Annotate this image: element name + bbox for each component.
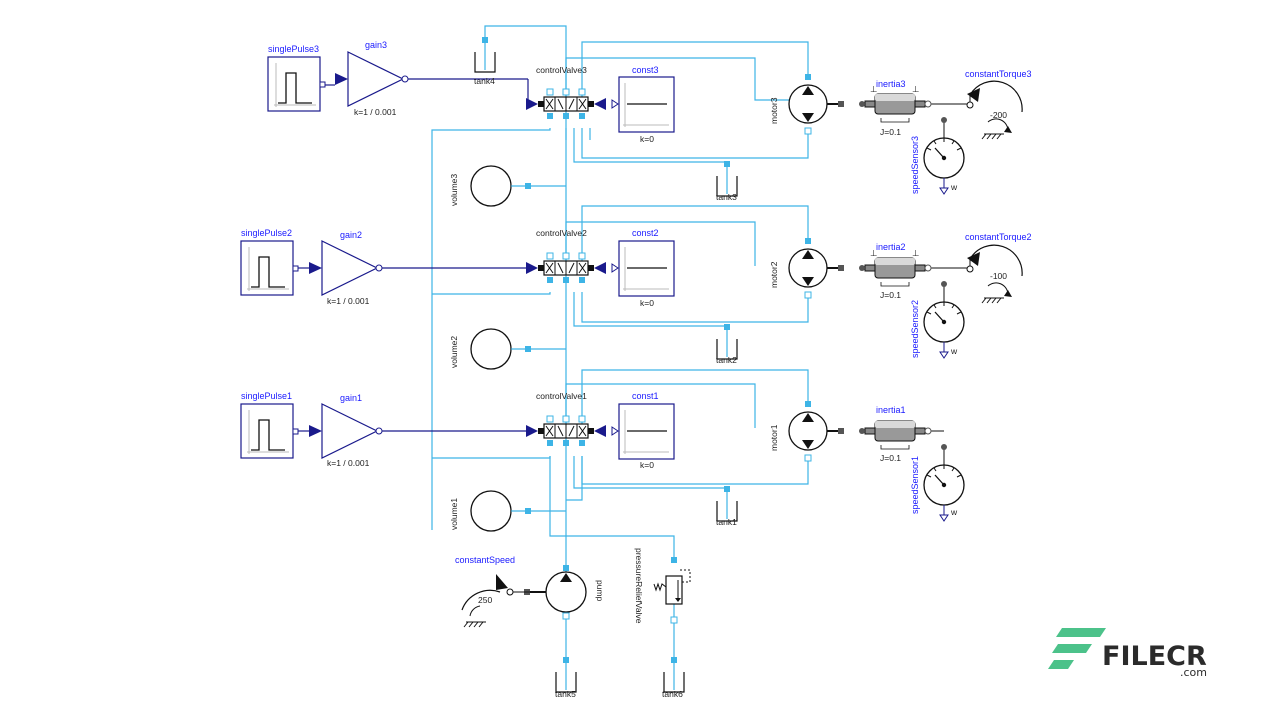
constant-speed-value: 250 <box>478 595 492 605</box>
control-valve-3 <box>525 88 607 120</box>
const-3-param: k=0 <box>640 134 654 144</box>
gain-2-param: k=1 / 0.001 <box>327 296 370 306</box>
speed-sensor-2-unit: w <box>950 346 958 356</box>
tank-1-label: tank1 <box>716 517 737 527</box>
volume-3 <box>470 165 532 207</box>
inertia-2-bearing-right: ⊥ <box>912 248 920 258</box>
tank-4-label: tank4 <box>474 76 495 86</box>
motor-3-label: motor3 <box>769 97 779 124</box>
speed-sensor-3-unit: w <box>950 182 958 192</box>
pressure-relief-valve-label: pressureReliefValve <box>634 548 644 624</box>
constant-torque-3-label: constantTorque3 <box>965 69 1032 79</box>
const-3-label: const3 <box>632 65 659 75</box>
motor-1-port-a <box>805 401 811 407</box>
single-pulse-3 <box>267 56 326 112</box>
inertia-3-bearing-left: ⊥ <box>870 84 878 94</box>
single-pulse-2-label: singlePulse2 <box>241 228 292 238</box>
constant-torque-2-label: constantTorque2 <box>965 232 1032 242</box>
pressure-relief-valve <box>653 557 691 624</box>
speed-sensor-2 <box>923 280 965 359</box>
control-valve-1-label: controlValve1 <box>536 391 587 401</box>
gain-1-param: k=1 / 0.001 <box>327 458 370 468</box>
constant-speed-label: constantSpeed <box>455 555 515 565</box>
inertia-3 <box>858 93 932 123</box>
inertia-2-bearing-left: ⊥ <box>870 248 878 258</box>
const-2 <box>611 240 675 297</box>
volume-3-label: volume3 <box>449 174 459 206</box>
tank-6-label: tank6 <box>662 689 683 699</box>
const-1-param: k=0 <box>640 460 654 470</box>
gain-3 <box>334 51 409 107</box>
inertia-1 <box>858 420 932 450</box>
volume-2-label: volume2 <box>449 336 459 368</box>
tank-6 <box>663 656 685 693</box>
tank-2-label: tank2 <box>716 355 737 365</box>
const-1-label: const1 <box>632 391 659 401</box>
constant-speed <box>461 574 534 628</box>
motor-2-port-a <box>805 238 811 244</box>
const-3 <box>611 76 675 133</box>
filecr-logo-icon <box>1048 628 1106 669</box>
gain-2-label: gain2 <box>340 230 362 240</box>
watermark-suffix: .com <box>1180 666 1207 679</box>
inertia-1-label: inertia1 <box>876 405 906 415</box>
volume-1-label: volume1 <box>449 498 459 530</box>
hydraulic-lines <box>431 25 809 660</box>
gain-1 <box>308 403 383 459</box>
inertia-3-label: inertia3 <box>876 79 906 89</box>
tank-3 <box>716 160 738 197</box>
inertia-2 <box>858 257 932 287</box>
motor-3 <box>788 84 845 124</box>
inertia-3-param: J=0.1 <box>880 127 901 137</box>
single-pulse-1-label: singlePulse1 <box>241 391 292 401</box>
motor-1 <box>788 411 845 451</box>
tank-5-label: tank5 <box>555 689 576 699</box>
single-pulse-1 <box>240 403 299 459</box>
speed-sensor-1-unit: w <box>950 507 958 517</box>
single-pulse-2 <box>240 240 299 296</box>
motor-3-port-a <box>805 74 811 80</box>
single-pulse-3-label: singlePulse3 <box>268 44 319 54</box>
inertia-3-bearing-right: ⊥ <box>912 84 920 94</box>
const-2-param: k=0 <box>640 298 654 308</box>
motor-1-port-b <box>804 454 812 462</box>
constant-torque-2-value: -100 <box>990 271 1007 281</box>
speed-sensor-3-label: speedSensor3 <box>910 136 920 194</box>
gain-1-label: gain1 <box>340 393 362 403</box>
motor-2 <box>788 248 845 288</box>
gain-3-label: gain3 <box>365 40 387 50</box>
motor-1-label: motor1 <box>769 424 779 451</box>
speed-sensor-1-label: speedSensor1 <box>910 456 920 514</box>
control-valve-3-label: controlValve3 <box>536 65 587 75</box>
inertia-1-param: J=0.1 <box>880 453 901 463</box>
tank-1 <box>716 485 738 522</box>
speed-sensor-1 <box>923 443 965 522</box>
inertia-2-label: inertia2 <box>876 242 906 252</box>
pump-label: pump <box>595 580 605 602</box>
control-valve-2-label: controlValve2 <box>536 228 587 238</box>
tank-2 <box>716 323 738 360</box>
tank-5 <box>555 656 577 693</box>
speed-sensor-3 <box>923 116 965 195</box>
pump <box>524 565 587 620</box>
motor-3-port-b <box>804 127 812 135</box>
tank-3-label: tank3 <box>716 192 737 202</box>
gain-3-param: k=1 / 0.001 <box>354 107 397 117</box>
gain-2 <box>308 240 383 296</box>
motor-2-label: motor2 <box>769 261 779 288</box>
motor-2-port-b <box>804 291 812 299</box>
tank-4 <box>474 36 496 73</box>
const-1 <box>611 403 675 460</box>
const-2-label: const2 <box>632 228 659 238</box>
inertia-2-param: J=0.1 <box>880 290 901 300</box>
control-valve-1 <box>525 415 607 447</box>
signal-lines <box>298 78 529 432</box>
control-valve-2 <box>525 252 607 284</box>
constant-torque-3-value: -200 <box>990 110 1007 120</box>
speed-sensor-2-label: speedSensor2 <box>910 300 920 358</box>
watermark-brand: FILECR <box>1102 641 1207 672</box>
volume-2 <box>470 328 532 370</box>
volume-1 <box>470 490 532 532</box>
